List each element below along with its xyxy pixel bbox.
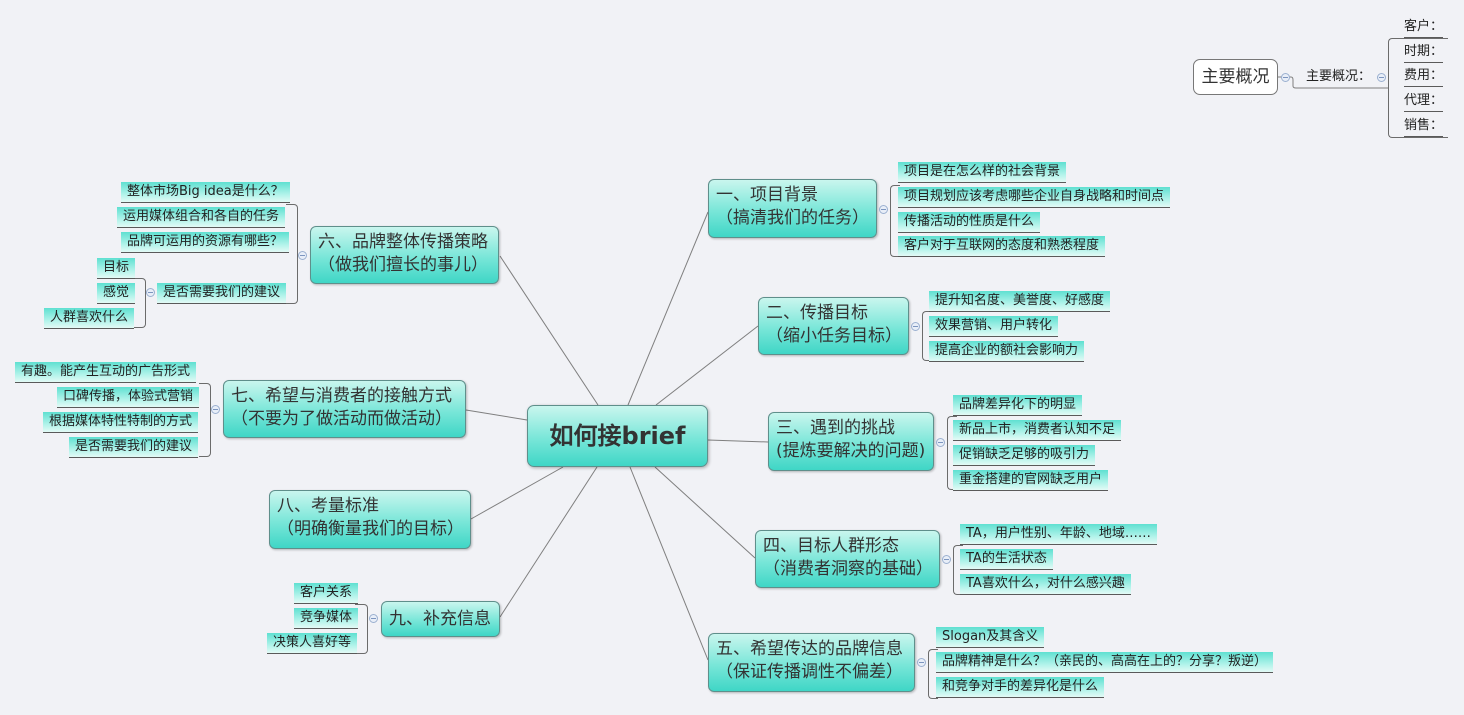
leaf-node[interactable]: 整体市场Big idea是什么？ <box>121 182 290 203</box>
overview-field-agency[interactable]: 代理： <box>1404 91 1444 112</box>
leaf-node[interactable]: 是否需要我们的建议 <box>69 437 199 458</box>
branch-project-background[interactable]: 一、项目背景 （搞清我们的任务） <box>708 179 877 238</box>
branch-subtitle: (提炼要解决的问题) <box>776 441 926 461</box>
branch-evaluation-criteria[interactable]: 八、考量标准 （明确衡量我们的目标） <box>269 490 471 549</box>
leaf-node[interactable]: 提升知名度、美誉度、好感度 <box>929 291 1111 312</box>
branch-consumer-touchpoints[interactable]: 七、希望与消费者的接触方式 （不要为了做活动而做活动） <box>223 380 466 438</box>
leaf-node[interactable]: TA，用户性别、年龄、地域…… <box>960 524 1157 545</box>
leaf-node[interactable]: 提高企业的额社会影响力 <box>929 341 1085 362</box>
leaf-node[interactable]: 是否需要我们的建议 <box>157 283 287 304</box>
leaf-node[interactable]: 项目是在怎么样的社会背景 <box>898 162 1067 183</box>
leaf-node[interactable]: Slogan及其含义 <box>936 627 1045 648</box>
leaf-node[interactable]: 效果营销、用户转化 <box>929 316 1059 337</box>
children-bracket <box>953 545 963 595</box>
leaf-node[interactable]: 竞争媒体 <box>294 608 359 629</box>
children-bracket <box>286 204 298 304</box>
leaf-node[interactable]: 感觉 <box>97 283 136 304</box>
leaf-node[interactable]: 决策人喜好等 <box>267 633 358 654</box>
branch-title: 三、遇到的挑战 <box>776 418 895 438</box>
leaf-node[interactable]: TA喜欢什么，对什么感兴趣 <box>960 574 1131 595</box>
branch-communication-goal[interactable]: 二、传播目标 （缩小任务目标） <box>758 297 909 355</box>
branch-challenges[interactable]: 三、遇到的挑战 (提炼要解决的问题) <box>768 412 934 471</box>
branch-subtitle: （不要为了做活动而做活动） <box>231 409 452 429</box>
branch-title: 二、传播目标 <box>766 303 868 323</box>
leaf-node[interactable]: 新品上市，消费者认知不足 <box>953 420 1122 441</box>
collapse-toggle-icon[interactable] <box>146 288 155 297</box>
branch-title: 一、项目背景 <box>716 185 818 205</box>
branch-target-audience[interactable]: 四、目标人群形态 （消费者洞察的基础） <box>755 530 940 588</box>
leaf-node[interactable]: 根据媒体特性特制的方式 <box>43 412 199 433</box>
leaf-node[interactable]: 有趣。能产生互动的广告形式 <box>15 362 197 383</box>
leaf-node[interactable]: 品牌差异化下的明显 <box>953 395 1083 416</box>
branch-subtitle: （保证传播调性不偏差） <box>716 662 903 682</box>
collapse-toggle-icon[interactable] <box>369 614 378 623</box>
overview-field-cost[interactable]: 费用： <box>1404 66 1444 87</box>
branch-subtitle: （做我们擅长的事儿） <box>318 255 488 275</box>
children-bracket <box>199 383 211 457</box>
leaf-node[interactable]: 目标 <box>97 258 136 279</box>
children-bracket <box>947 416 957 490</box>
leaf-node[interactable]: 品牌可运用的资源有哪些？ <box>121 232 290 253</box>
leaf-node[interactable]: 传播活动的性质是什么 <box>898 212 1041 233</box>
branch-title: 八、考量标准 <box>277 496 379 516</box>
branch-subtitle: （搞清我们的任务） <box>716 208 869 228</box>
collapse-toggle-icon[interactable] <box>911 322 920 331</box>
children-bracket <box>922 311 932 361</box>
overview-sub-label[interactable]: 主要概况： <box>1306 69 1372 84</box>
branch-title: 七、希望与消费者的接触方式 <box>231 386 452 406</box>
branch-subtitle: （消费者洞察的基础） <box>763 559 933 579</box>
collapse-toggle-icon[interactable] <box>211 405 220 414</box>
branch-title: 九、补充信息 <box>389 609 491 629</box>
leaf-node[interactable]: TA的生活状态 <box>960 549 1053 570</box>
children-bracket <box>134 278 146 328</box>
leaf-node[interactable]: 品牌精神是什么？（亲民的、高高在上的？分享？叛逆） <box>936 652 1274 673</box>
branch-subtitle: （缩小任务目标） <box>766 326 902 346</box>
branch-supplementary-info[interactable]: 九、补充信息 <box>381 601 500 637</box>
central-topic[interactable]: 如何接brief <box>527 405 708 467</box>
overview-field-period[interactable]: 时期： <box>1404 42 1444 63</box>
leaf-node[interactable]: 运用媒体组合和各自的任务 <box>117 207 286 228</box>
children-bracket <box>890 185 900 257</box>
branch-title: 五、希望传达的品牌信息 <box>716 639 903 659</box>
leaf-node[interactable]: 客户对于互联网的态度和熟悉程度 <box>898 236 1106 257</box>
branch-title: 六、品牌整体传播策略 <box>318 232 488 252</box>
leaf-node[interactable]: 口碑传播，体验式营销 <box>57 387 200 408</box>
branch-title: 四、目标人群形态 <box>763 536 899 556</box>
overview-field-client[interactable]: 客户： <box>1404 17 1444 38</box>
leaf-node[interactable]: 人群喜欢什么 <box>44 308 135 329</box>
leaf-node[interactable]: 项目规划应该考虑哪些企业自身战略和时间点 <box>898 187 1171 208</box>
leaf-node[interactable]: 重金搭建的官网缺乏用户 <box>953 470 1109 491</box>
overview-bracket <box>1388 38 1448 138</box>
branch-brand-message[interactable]: 五、希望传达的品牌信息 （保证传播调性不偏差） <box>708 633 915 692</box>
branch-subtitle: （明确衡量我们的目标） <box>277 519 464 539</box>
children-bracket <box>355 604 368 654</box>
overview-root-node[interactable]: 主要概况 <box>1193 59 1278 95</box>
leaf-node[interactable]: 促销缺乏足够的吸引力 <box>953 445 1096 466</box>
children-bracket <box>928 649 938 699</box>
collapse-toggle-icon[interactable] <box>298 251 307 260</box>
overview-field-sales[interactable]: 销售： <box>1404 116 1444 137</box>
collapse-toggle-icon[interactable] <box>1281 73 1290 82</box>
collapse-toggle-icon[interactable] <box>879 205 888 214</box>
collapse-toggle-icon[interactable] <box>942 555 951 564</box>
collapse-toggle-icon[interactable] <box>936 438 945 447</box>
leaf-node[interactable]: 客户关系 <box>294 583 359 604</box>
branch-overall-strategy[interactable]: 六、品牌整体传播策略 （做我们擅长的事儿） <box>310 226 499 284</box>
collapse-toggle-icon[interactable] <box>917 658 926 667</box>
collapse-toggle-icon[interactable] <box>1377 73 1386 82</box>
leaf-node[interactable]: 和竞争对手的差异化是什么 <box>936 677 1105 698</box>
